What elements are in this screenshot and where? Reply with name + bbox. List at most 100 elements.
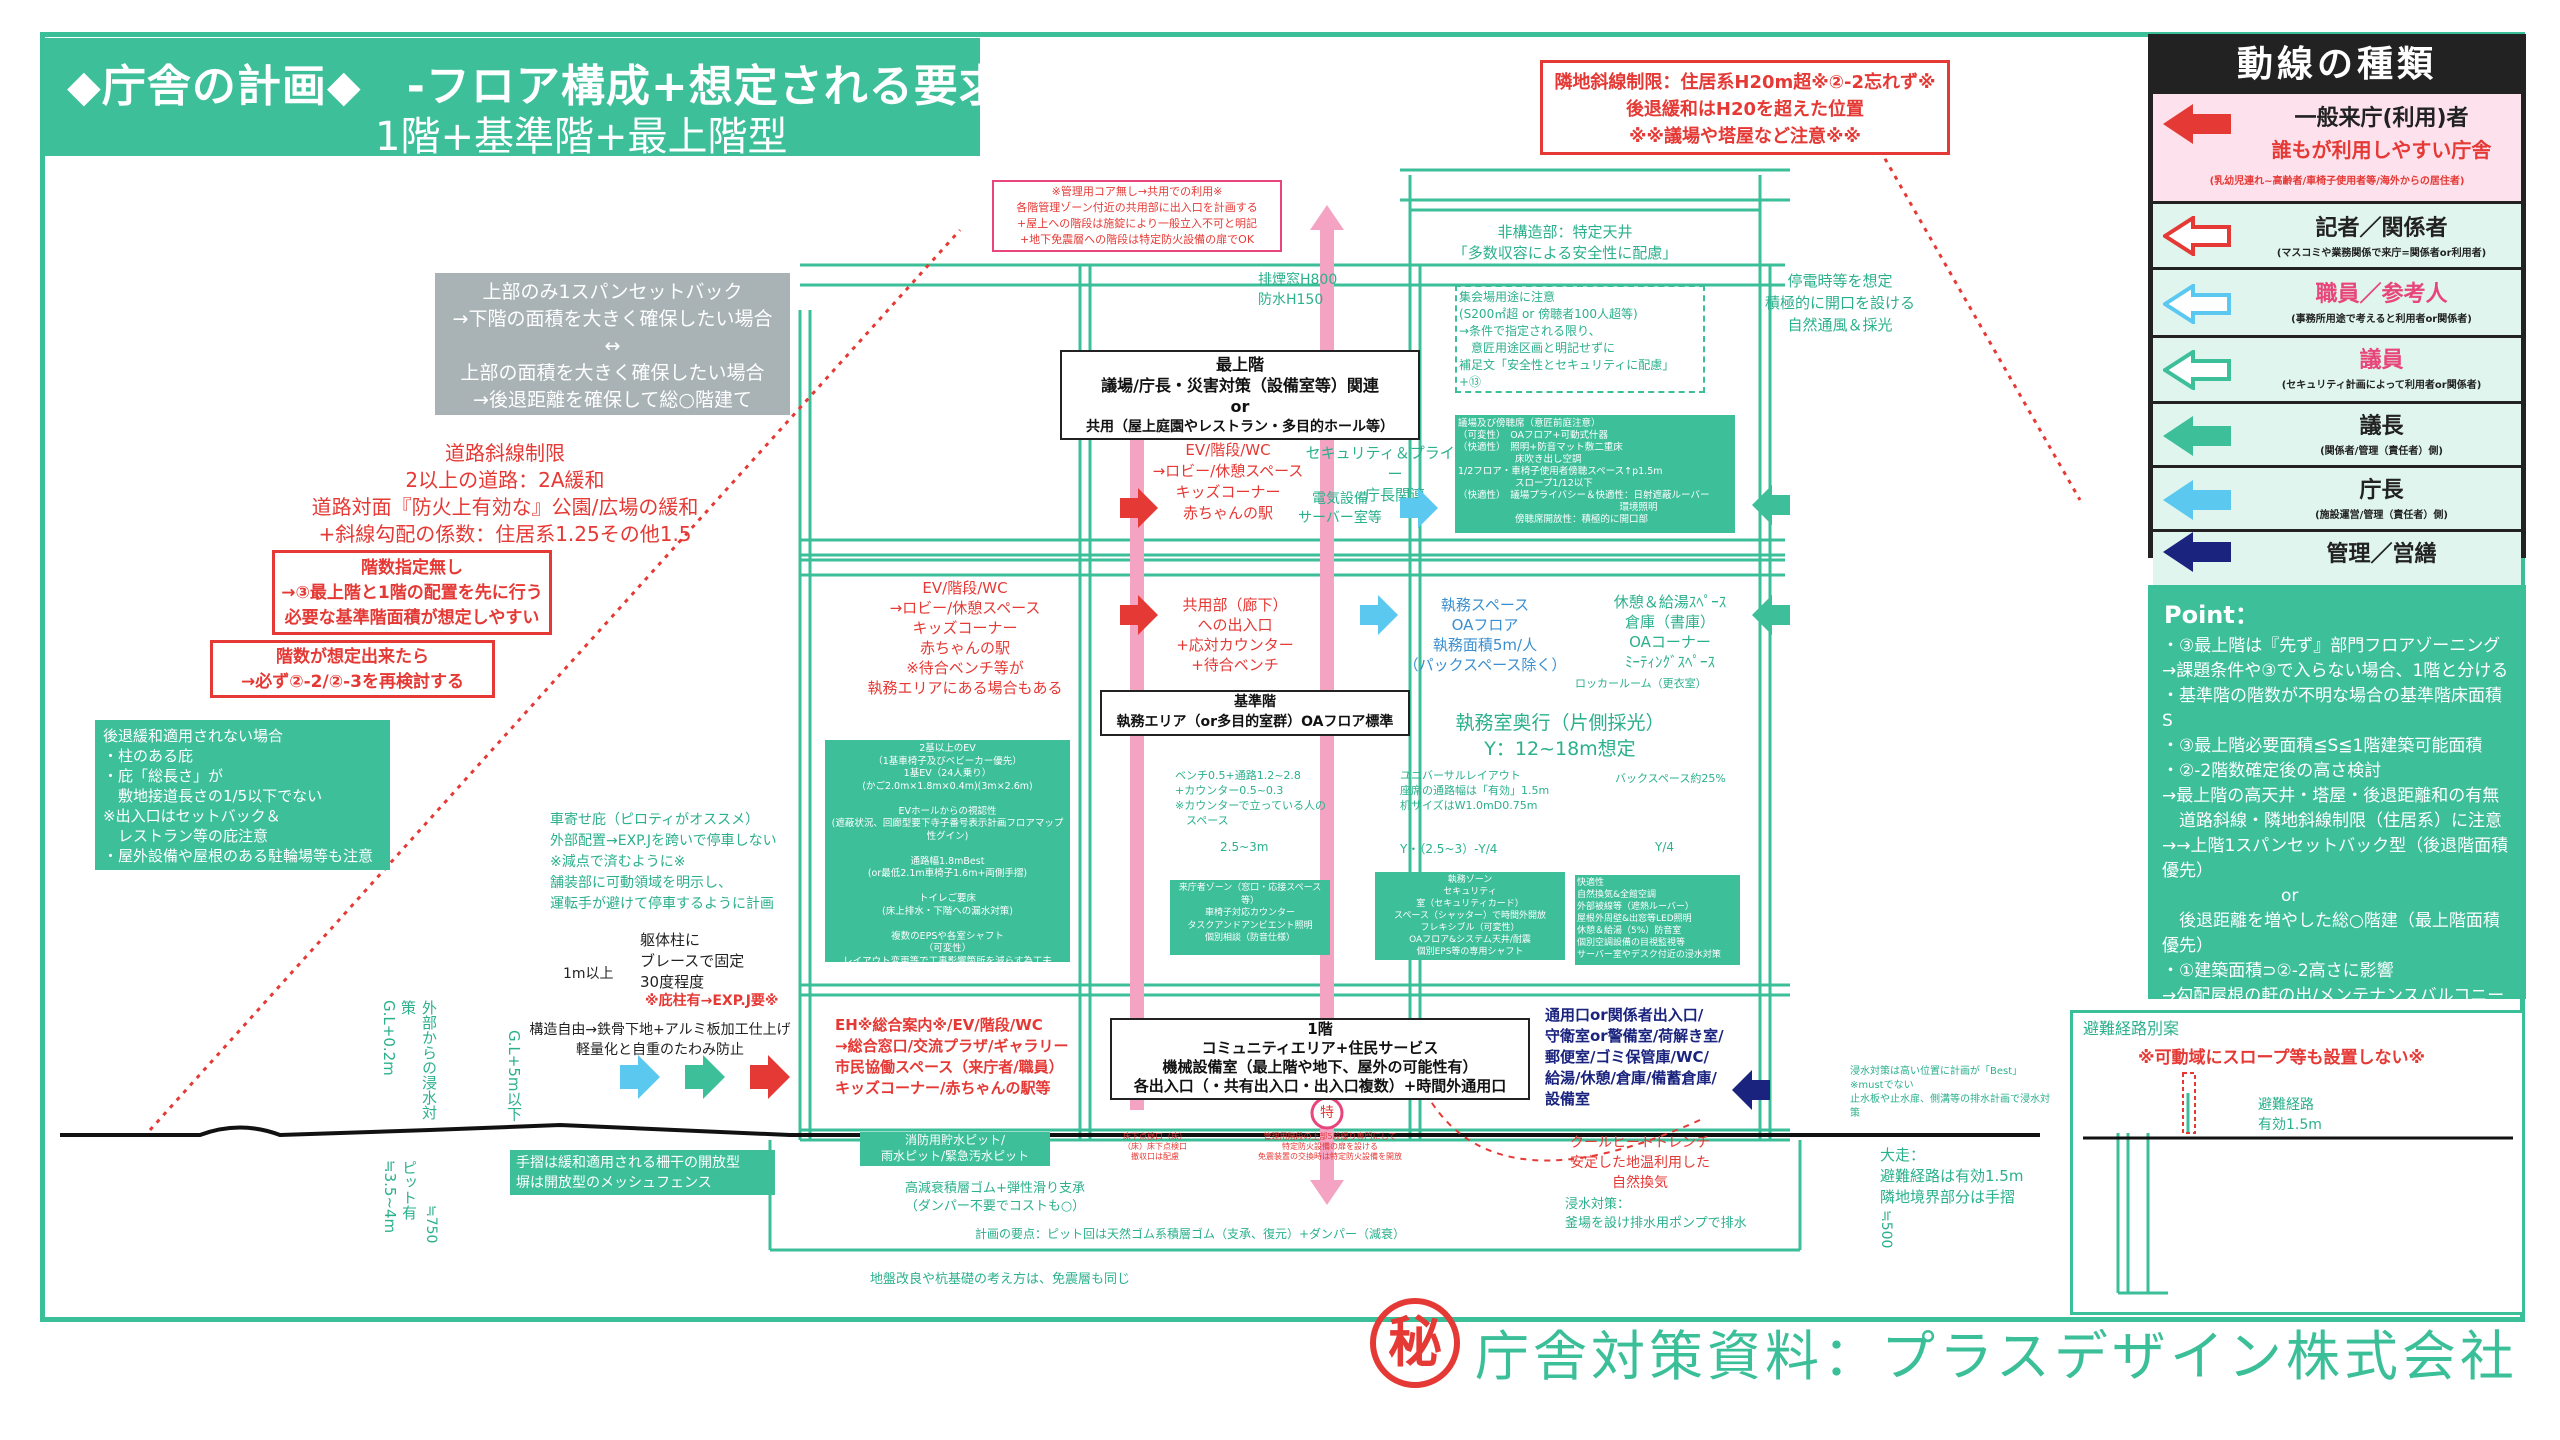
- reception-zone-box: 来庁者ゾーン（窓口・応接スペース等） 車椅子対応カウンター タスクアンドアンビエ…: [1170, 880, 1330, 955]
- management-core-note: ※管理用コア無し→共用での利用※ 各階管理ゾーン付近の共用部に出入口を計画する …: [992, 180, 1282, 252]
- std-floor-heading: 基準階: [1234, 694, 1276, 710]
- legend-sub-chairman: (関係者/管理（責任者）側): [2320, 446, 2443, 457]
- neighbor-setback-note: 隣地斜線制限：住居系H20m超※②-2忘れず※ 後退緩和はH20を超えた位置 ※…: [1540, 60, 1950, 155]
- arrow-entrance-visitor: [750, 1055, 790, 1099]
- office-zone-box: 執務ゾーン セキュリティ 室（セキュリティカード） スペース（シャッター）で時間…: [1375, 872, 1565, 960]
- arrow-std-council: [1752, 595, 1790, 635]
- top-left-zone: EV/階段/WC →ロビー/休憩スペース キッズコーナー 赤ちゃんの駅: [1152, 441, 1304, 522]
- top-floor-line1: 議場/庁長・災害対策（設備室等）関連: [1101, 376, 1379, 395]
- standard-floor-box: 基準階 執務エリア（or多目的室群）OAフロア標準: [1100, 690, 1410, 736]
- arrow-first-management: [1732, 1070, 1770, 1110]
- isolation-note: 高減衰積層ゴム+弾性滑り支承 （ダンパー不要でコストも○）: [904, 1181, 1086, 1214]
- comfort-box: 快適性 自然換気&全館空調 外部被線等（遮熱ルーバー） 屋根外周壁&出窓等LED…: [1575, 875, 1740, 965]
- arrow-top-visitor: [1120, 488, 1158, 528]
- top-floor-box: 最上階 議場/庁長・災害対策（設備室等）関連 or 共用（屋上庭園やレストラン・…: [1060, 350, 1420, 440]
- arrow-left-blue-icon: [2163, 480, 2231, 520]
- legend-row-chairman: 議長 (関係者/管理（責任者）側): [2153, 401, 2521, 465]
- legend-label-visitor: 一般来庁(利用)者: [2294, 106, 2469, 131]
- flood-left-note: 外部からの浸水対策 G.L+0.2m: [380, 1000, 438, 1120]
- arrow-top-staff: [1400, 488, 1438, 528]
- setback-note: 上部のみ1スパンセットバック →下階の面積を大きく確保したい場合 ↔ 上部の面積…: [435, 273, 790, 415]
- locker-label: ロッカールーム（更衣室）: [1575, 677, 1707, 690]
- floor-count-note: 階数指定無し →③最上階と1階の配置を先に行う 必要な基準階面積が想定しやすい: [272, 550, 552, 635]
- road-slope-note: 道路斜線制限 2以上の道路：2A緩和 道路対面『防火上有効な』公園/広場の緩和 …: [311, 441, 699, 546]
- isolation-summary: 計画の要点：ピット回は天然ゴム系積層ゴム（支承、復元）+ダンパー（減衰）: [975, 1225, 1455, 1243]
- std-mid-note: ベンチ0.5+通路1.2~2.8 +カウンター0.5~0.3 ※カウンターで立っ…: [1175, 769, 1327, 827]
- legend-label-management: 管理／営繕: [2326, 542, 2437, 567]
- arrow-std-staff: [1360, 595, 1398, 635]
- legend-row-mayor: 庁長 (施設運営/管理（責任者）側): [2153, 465, 2521, 529]
- arrow-entrance-staff: [620, 1055, 660, 1099]
- first-floor-line3: 各出入口（・共有出入口・出入口複数）+時間外通用口: [1133, 1077, 1507, 1095]
- legend-label-staff: 職員／参考人: [2315, 282, 2448, 307]
- special-mark: 特: [1320, 1105, 1334, 1121]
- escape-dim: 避難経路 有効1.5m: [2258, 1097, 2322, 1133]
- legend-row-visitor: 一般来庁(利用)者 誰もが利用しやすい庁舎 (乳幼児連れ~高齢者/車椅子使用者等…: [2153, 91, 2521, 201]
- universal-layout-note: ユニバーサルレイアウト 座席の通路幅は「有効」1.5m 机サイズはW1.0mD0…: [1400, 769, 1550, 812]
- point-text: ・③最上階は『先ず』部門フロアゾーニング →課題条件や③で入らない場合、1階と分…: [2162, 636, 2509, 1056]
- point-panel: Point： ・③最上階は『先ず』部門フロアゾーニング →課題条件や③で入らない…: [2148, 585, 2526, 1056]
- arrow-left-red-icon: [2163, 104, 2231, 144]
- pit-note-1: 床下点検口（床） （床）床下点検口 撤収口は配慮: [1123, 1132, 1187, 1161]
- dim-office-width: Y・（2.5~3）-Y/4: [1400, 842, 1498, 856]
- legend-sub-press: (マスコミや業務関係で来庁=関係者or利用者): [2276, 248, 2487, 259]
- top-height-label: 排煙窓H800 防水H150: [1258, 272, 1338, 308]
- pit-box: 消防用貯水ピット/ 雨水ピット/緊急汚水ピット: [860, 1132, 1050, 1166]
- escape-section-drawing: [2083, 1072, 2513, 1295]
- dim-750: ≒750: [423, 1205, 439, 1244]
- first-right-zone: 通用口or関係者出入口/ 守衛室or警備室/荷解き室/ 郵便室/ゴミ保管庫/WC…: [1545, 1006, 1724, 1108]
- legend-row-councilor: 議員 (セキュリティ計画によって利用者or関係者): [2153, 335, 2521, 401]
- council-chamber-box: 議場及び傍聴席（意匠前庭注意） （可変性） OAフロア+可動式什器 （快適性） …: [1455, 415, 1735, 533]
- legend-label-press: 記者／関係者: [2315, 216, 2448, 241]
- legend-panel: 動線の種類 一般来庁(利用)者 誰もが利用しやすい庁舎 (乳幼児連れ~高齢者/車…: [2148, 34, 2526, 593]
- page-title: ◆庁舎の計画◆ -フロア構成+想定される要求室-: [67, 61, 1069, 112]
- carport-note: 車寄せ庇（ピロティがオススメ） 外部配置→EXP.Jを跨いで停車しない ※減点で…: [550, 810, 790, 930]
- dim-y4: Y/4: [1655, 840, 1675, 854]
- first-floor-line2: 機械設備室（最上階や地下、屋外の可能性有）: [1162, 1058, 1478, 1076]
- dim-1m: 1m以上: [563, 966, 614, 982]
- floor-assumed-note: 階数が想定出来たら →必ず②-2/②-3を再検討する: [210, 640, 495, 698]
- std-floor-line: 執務エリア（or多目的室群）OAフロア標準: [1116, 714, 1394, 730]
- arrow-left-navy-icon: [2163, 532, 2231, 572]
- arrow-left-outline-green-icon: [2163, 350, 2231, 390]
- top-equipment: 電気設備 サーバー室等: [1298, 491, 1382, 526]
- escape-route-panel: 避難経路別案 ※可動域にスロープ等も設置しない※ 避難経路 有効1.5m: [2070, 1010, 2525, 1315]
- legend-sub-mayor: (施設運営/管理（責任者）側): [2315, 510, 2448, 521]
- assembly-hall-note: 集会場用途に注意 (S200㎡超 or 傍聴者100人超等) →条件で指定される…: [1455, 285, 1705, 393]
- pit-height-label: ピット有 ≒3.5~4m: [381, 1160, 418, 1234]
- std-office-zone: 執務スペース OAフロア 執務面積5m/人 （パックスペース除く）: [1403, 596, 1567, 674]
- brace-red-note: ※庇柱有→EXP.J要※: [645, 993, 779, 1009]
- office-depth-line2: Y：12~18m想定: [1484, 738, 1636, 760]
- rooftop-right-note: 停電時等を想定 積極的に開口を設ける 自然通風＆採光: [1764, 272, 1915, 334]
- office-depth-line1: 執務室奥行（片側採光）: [1455, 712, 1665, 734]
- top-floor-heading: 最上階: [1215, 355, 1264, 374]
- dim-500: ≒500: [1878, 1210, 1894, 1249]
- legend-row-management: 管理／営繕: [2153, 529, 2521, 593]
- legend-sub-staff: (事務所用途で考えると利用者or関係者): [2291, 314, 2472, 325]
- backspace-label: バックスペース約25%: [1615, 772, 1726, 785]
- foundation-note: 地盤改良や杭基礎の考え方は、免震層も同じ: [870, 1272, 1131, 1287]
- dim-2-5-3m: 2.5~3m: [1220, 840, 1269, 854]
- pit-note-2: 管理用階段の上部5段緩り専門にして 特定防火設備の扉を設ける 免震装置の交換時は…: [1258, 1132, 1402, 1161]
- confidential-seal: 秘: [1370, 1298, 1460, 1388]
- first-left-zone: EH※総合案内※/EV/階段/WC →総合窓口/交流プラザ/ギャラリー 市民協働…: [835, 1016, 1069, 1097]
- title-banner: ◆庁舎の計画◆ -フロア構成+想定される要求室- 1階+基準階+最上階型: [45, 38, 1067, 160]
- first-floor-box: 1階 コミュニティエリア+住民サービス 機械設備室（最上階や地下、屋外の可能性有…: [1110, 1018, 1530, 1100]
- std-rest-zone: 休憩＆給湯ｽﾍﾟｰｽ 倉庫（書庫） OAコーナー ﾐｰﾃｨﾝｸﾞｽﾍﾟｰｽ: [1613, 593, 1727, 671]
- light-structure-note: 構造自由→鉄骨下地+アルミ板加工仕上げ 軽量化と自重のたわみ防止: [529, 1022, 791, 1058]
- gl-height-label: G.L+5m以下: [505, 1030, 523, 1122]
- legend-row-press: 記者／関係者 (マスコミや業務関係で来庁=関係者or利用者): [2153, 201, 2521, 267]
- no-setback-note: 後退緩和適用されない場合 ・柱のある庇 ・庇「総長さ」が 敷地接道長さの1/5以…: [95, 720, 390, 870]
- escape-path-note: 大走： 避難経路は有効1.5m 隣地境界部分は手摺: [1880, 1146, 2024, 1206]
- escape-note: ※可動域にスロープ等も設置しない※: [2138, 1048, 2426, 1068]
- page-subtitle: 1階+基準階+最上階型: [375, 114, 788, 160]
- top-floor-line2: 共用（屋上庭園やレストラン・多目的ホール等）: [1086, 419, 1394, 435]
- brace-note: 躯体柱に ブレースで固定 30度程度: [640, 931, 745, 991]
- railing-note: 手摺は緩和適用される柵干の開放型 塀は開放型のメッシュフェンス: [510, 1150, 775, 1195]
- rooftop-ceiling-note: 非構造部：特定天井 「多数収容による安全性に配慮」: [1452, 223, 1678, 262]
- escape-title: 避難経路別案: [2083, 1019, 2180, 1038]
- legend-sub-visitor: 誰もが利用しやすい庁舎: [2271, 138, 2492, 162]
- top-floor-or: or: [1230, 397, 1250, 416]
